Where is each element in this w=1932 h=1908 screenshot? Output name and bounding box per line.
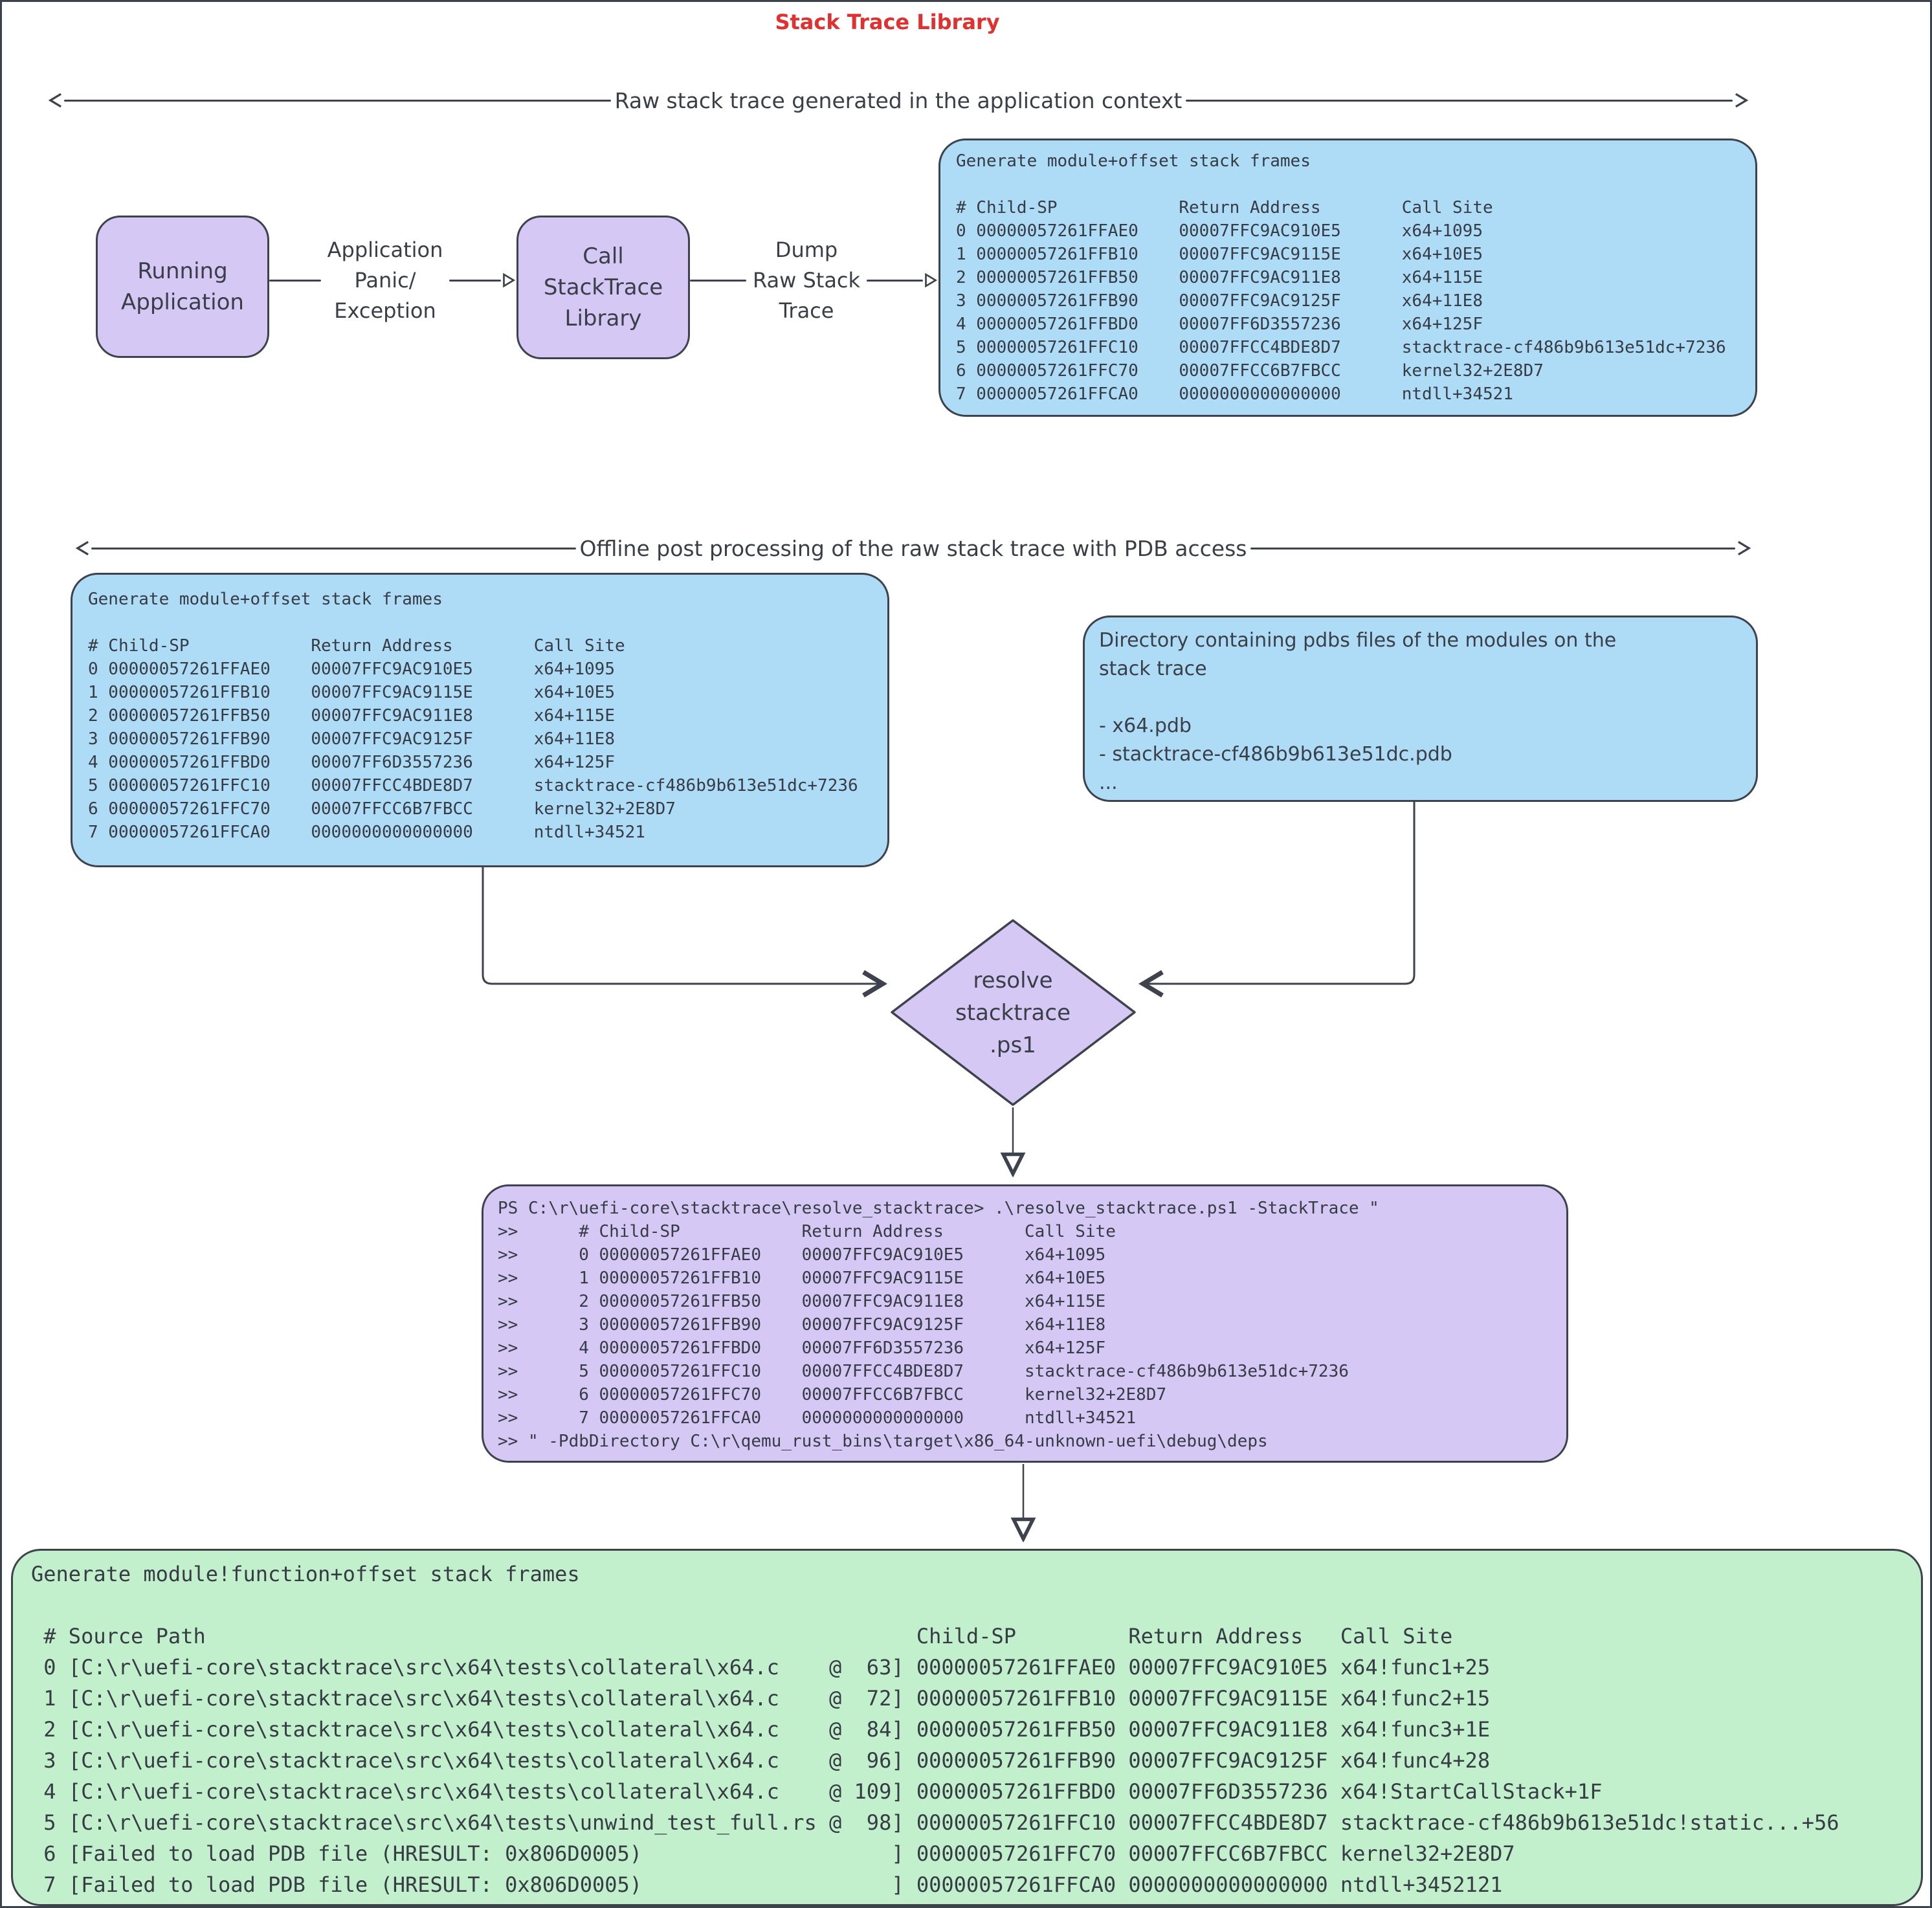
- section-label: Raw stack trace generated in the applica…: [614, 87, 1183, 113]
- arrowhead-left-icon: [48, 93, 61, 108]
- resolved-stack-trace-box: Generate module!function+offset stack fr…: [11, 1549, 1923, 1906]
- section-label: Offline post processing of the raw stack…: [579, 535, 1247, 561]
- arrow-label: Dump Raw Stack Trace: [752, 237, 861, 323]
- arrow-line: [867, 279, 924, 282]
- arrow-line: [449, 279, 502, 282]
- arrow-panic-exception: Application Panic/ Exception: [269, 230, 516, 331]
- section-header-raw-trace: Raw stack trace generated in the applica…: [47, 86, 1749, 115]
- page-title: Stack Trace Library: [775, 10, 1000, 34]
- resolve-stacktrace-diamond: resolve stacktrace .ps1: [955, 968, 1071, 1058]
- section-divider-line: [64, 99, 611, 102]
- pdb-directory-text: Directory containing pdbs files of the m…: [1099, 629, 1617, 794]
- call-stacktrace-library-node: Call StackTrace Library: [516, 216, 690, 359]
- arrow-label: Application Panic/ Exception: [327, 237, 443, 323]
- raw-stack-trace-output: Generate module+offset stack frames # Ch…: [956, 151, 1726, 404]
- running-application-node: Running Application: [96, 216, 269, 358]
- arrowhead-right-icon: [1738, 540, 1751, 556]
- arrowhead-right-icon: [503, 272, 516, 288]
- section-divider-line: [1250, 547, 1735, 549]
- arrow-pdbdir-to-resolver: [1138, 802, 1416, 998]
- arrowhead-right-icon: [1735, 93, 1749, 108]
- raw-stack-trace-box-copy: Generate module+offset stack frames # Ch…: [71, 573, 889, 867]
- raw-stack-trace-box: Generate module+offset stack frames # Ch…: [938, 139, 1757, 417]
- arrow-line: [269, 279, 321, 282]
- powershell-session-box: PS C:\r\uefi-core\stacktrace\resolve_sta…: [482, 1184, 1568, 1463]
- pdb-directory-box: Directory containing pdbs files of the m…: [1083, 616, 1758, 802]
- arrowhead-right-icon: [925, 272, 938, 288]
- resolved-stack-trace-output: Generate module!function+offset stack fr…: [31, 1562, 1839, 1897]
- section-header-offline-processing: Offline post processing of the raw stack…: [74, 534, 1752, 562]
- arrow-rawtrace-to-resolver: [482, 867, 887, 998]
- section-divider-line: [1186, 99, 1733, 102]
- arrowhead-left-icon: [75, 540, 89, 556]
- section-divider-line: [91, 547, 576, 549]
- arrow-line: [690, 279, 746, 282]
- raw-stack-trace-output-copy: Generate module+offset stack frames # Ch…: [88, 590, 858, 842]
- powershell-session-output: PS C:\r\uefi-core\stacktrace\resolve_sta…: [498, 1199, 1379, 1451]
- arrow-dump-raw-stack-trace: Dump Raw Stack Trace: [690, 230, 938, 331]
